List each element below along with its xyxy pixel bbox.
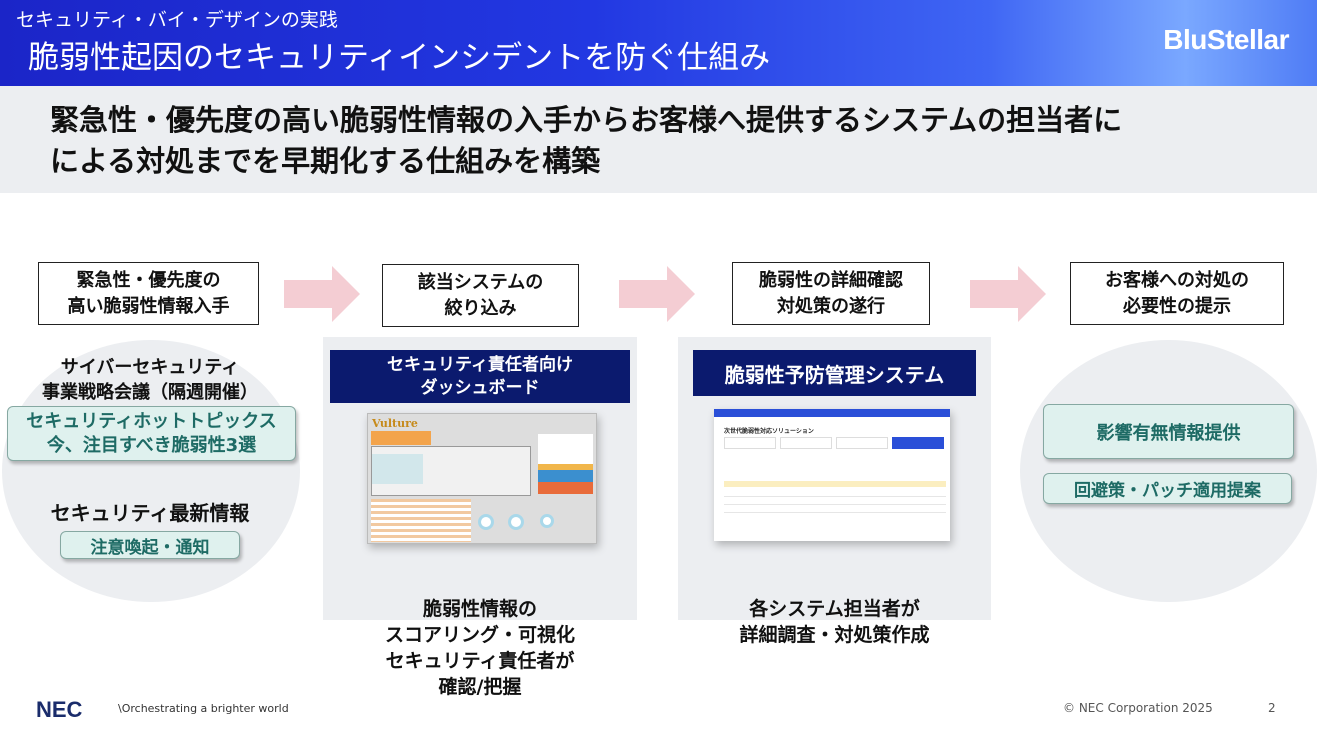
app-card xyxy=(780,437,832,449)
step-4: お客様への対処の必要性の提示 xyxy=(1070,262,1284,325)
impact-info-box: 影響有無情報提供 xyxy=(1043,404,1294,459)
copyright: © NEC Corporation 2025 xyxy=(1063,701,1213,715)
step-2-line-2: 絞り込み xyxy=(444,297,517,319)
app-titlebar xyxy=(714,409,950,417)
hot-topics-line-2: 今、注目すべき脆弱性3選 xyxy=(46,434,257,456)
management-title: 脆弱性予防管理システム xyxy=(693,350,976,396)
arrow-right-icon xyxy=(619,266,695,322)
management-caption: 各システム担当者が 詳細調査・対処策作成 xyxy=(678,596,991,648)
donut-chart xyxy=(540,514,554,528)
step-1-line-1: 緊急性・優先度の xyxy=(76,269,221,291)
step-2-line-1: 該当システムの xyxy=(417,271,544,293)
caption-line: スコアリング・可視化 xyxy=(384,624,575,646)
meeting-line-2: 事業戦略会議（隔週開催） xyxy=(42,382,258,403)
app-card-active xyxy=(892,437,944,449)
meeting-line-1: サイバーセキュリティ xyxy=(60,357,240,378)
step-4-line-1: お客様への対処の xyxy=(1105,269,1249,291)
app-card xyxy=(836,437,888,449)
step-1: 緊急性・優先度の高い脆弱性情報入手 xyxy=(38,262,259,325)
dashboard-title-line-1: セキュリティ責任者向け xyxy=(387,354,573,375)
right-circle xyxy=(1020,340,1317,602)
step-3-line-1: 脆弱性の詳細確認 xyxy=(759,269,903,291)
latest-info-label: セキュリティ最新情報 xyxy=(50,501,250,525)
tagline: \Orchestrating a brighter world xyxy=(118,702,289,715)
app-table-highlight-row xyxy=(724,481,946,487)
caption-line: 脆弱性情報の xyxy=(422,598,537,620)
title-banner xyxy=(0,0,1317,86)
lead-band xyxy=(0,86,1317,193)
lead-line-1: 緊急性・優先度の高い脆弱性情報の入手からお客様へ提供するシステムの担当者に xyxy=(50,103,1123,137)
hot-topics-line-1: セキュリティホットトピックス xyxy=(26,410,277,432)
slide-subtitle: セキュリティ・バイ・デザインの実践 xyxy=(16,9,338,31)
workaround-box: 回避策・パッチ適用提案 xyxy=(1043,473,1292,504)
arrow-right-icon xyxy=(284,266,360,322)
management-screenshot: 次世代脆弱性対応ソリューション xyxy=(714,409,950,541)
app-heading: 次世代脆弱性対応ソリューション xyxy=(724,428,814,435)
nec-logo: NEC xyxy=(36,697,83,722)
dashboard-app-name: Vulture xyxy=(372,417,418,430)
meeting-label: サイバーセキュリティ事業戦略会議（隔週開催） xyxy=(20,355,280,405)
caption-line: セキュリティ責任者が xyxy=(385,650,575,672)
dashboard-caption: 脆弱性情報の スコアリング・可視化 セキュリティ責任者が 確認/把握 xyxy=(323,596,637,700)
app-card xyxy=(724,437,776,449)
step-3-line-2: 対処策の遂行 xyxy=(777,295,885,317)
dashboard-alert-card xyxy=(371,431,431,445)
dashboard-bar-chart xyxy=(538,434,593,494)
lead-text: 緊急性・優先度の高い脆弱性情報の入手からお客様へ提供するシステムの担当者に によ… xyxy=(50,100,1122,182)
caption-line: 確認/把握 xyxy=(438,676,522,698)
alert-box: 注意喚起・通知 xyxy=(60,531,240,559)
caption-line: 詳細調査・対処策作成 xyxy=(739,624,930,646)
donut-chart xyxy=(508,514,524,530)
step-2: 該当システムの絞り込み xyxy=(382,264,579,327)
step-4-line-2: 必要性の提示 xyxy=(1123,295,1231,317)
donut-chart xyxy=(478,514,494,530)
dashboard-table xyxy=(371,446,531,496)
brand-logo: BluStellar xyxy=(1163,24,1289,55)
dashboard-ranking xyxy=(371,499,471,542)
slide-title: 脆弱性起因のセキュリティインシデントを防ぐ仕組み xyxy=(28,40,771,76)
dashboard-title: セキュリティ責任者向けダッシュボード xyxy=(330,350,630,403)
page-number: 2 xyxy=(1268,701,1276,715)
dashboard-title-line-2: ダッシュボード xyxy=(420,377,540,398)
hot-topics-box: セキュリティホットトピックス今、注目すべき脆弱性3選 xyxy=(7,406,296,461)
lead-line-2: による対処までを早期化する仕組みを構築 xyxy=(50,144,601,178)
dashboard-screenshot: Vulture xyxy=(367,413,597,544)
caption-line: 各システム担当者が xyxy=(749,598,920,620)
arrow-right-icon xyxy=(970,266,1046,322)
step-1-line-2: 高い脆弱性情報入手 xyxy=(67,295,230,317)
app-table xyxy=(724,489,946,519)
step-3: 脆弱性の詳細確認対処策の遂行 xyxy=(732,262,930,325)
